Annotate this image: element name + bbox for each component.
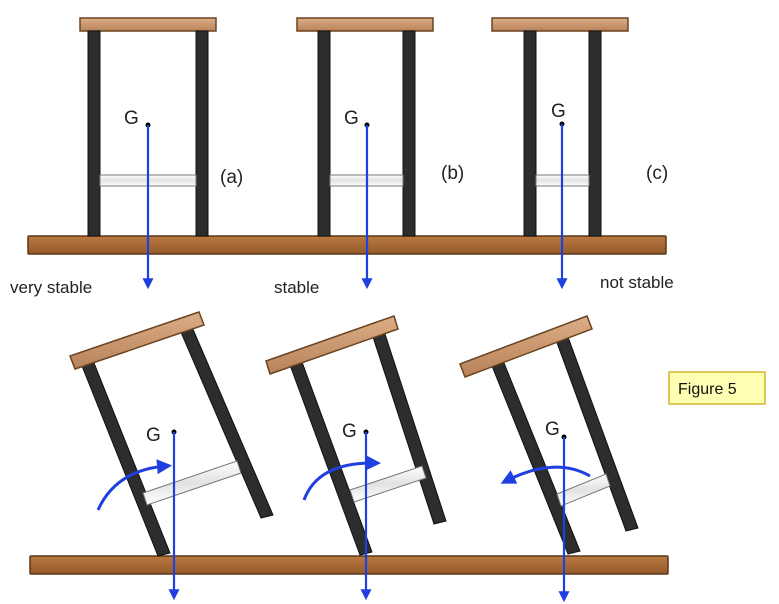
stool-c-stability-label: not stable bbox=[600, 273, 674, 292]
floor-board-top bbox=[27, 235, 667, 255]
tilted-stool-3-leg-left bbox=[491, 362, 581, 555]
tilted-stool-2-seat bbox=[265, 315, 399, 375]
stool-a: G (a) very stable bbox=[10, 17, 243, 297]
tilted-stool-1-seat bbox=[69, 311, 205, 370]
stool-a-leg-right bbox=[195, 30, 209, 237]
tilted-stool-2-leg-right bbox=[371, 330, 447, 525]
tilted-stool-1-rotation-arrow bbox=[96, 459, 172, 511]
stool-b-case-label: (b) bbox=[441, 163, 464, 184]
stool-b: G (b) stable bbox=[274, 17, 464, 297]
stool-b-seat bbox=[296, 17, 434, 32]
stool-c-seat bbox=[491, 17, 629, 32]
tilted-row: G G G bbox=[29, 311, 669, 603]
figure-label-text: Figure 5 bbox=[678, 381, 737, 398]
tilted-stool-2-g-label: G bbox=[342, 421, 357, 442]
upright-row: G (a) very stable G (b) stable G (c) bbox=[10, 17, 674, 297]
stool-a-g-label: G bbox=[124, 108, 139, 129]
tilted-stool-1-rung bbox=[142, 460, 242, 506]
tilted-stool-3-rotation-arrow bbox=[500, 465, 591, 484]
stool-c: G (c) not stable bbox=[491, 17, 674, 292]
tilted-stool-1: G bbox=[69, 311, 274, 601]
stool-a-leg-left bbox=[87, 30, 101, 237]
tilted-stool-2-leg-left bbox=[289, 361, 373, 556]
tilted-stool-3-g-label: G bbox=[545, 419, 560, 440]
stool-b-stability-label: stable bbox=[274, 278, 319, 297]
tilted-stool-1-g-label: G bbox=[146, 425, 161, 446]
stool-c-g-label: G bbox=[551, 101, 566, 122]
stool-b-leg-left bbox=[317, 30, 331, 237]
stool-c-case-label: (c) bbox=[646, 163, 668, 184]
floor-board-bottom bbox=[29, 555, 669, 575]
stool-c-leg-left bbox=[523, 30, 537, 237]
stool-c-leg-right bbox=[588, 30, 602, 237]
tilted-stool-3-rung bbox=[556, 473, 611, 507]
stool-a-stability-label: very stable bbox=[10, 278, 92, 297]
tilted-stool-2-rung bbox=[349, 465, 427, 503]
stool-a-case-label: (a) bbox=[220, 167, 243, 188]
stool-a-seat bbox=[79, 17, 217, 32]
tilted-stool-3-seat bbox=[459, 315, 593, 378]
stool-b-leg-right bbox=[402, 30, 416, 237]
figure-label-box bbox=[668, 371, 766, 405]
figure-label: Figure 5 bbox=[668, 371, 766, 405]
tilted-stool-1-leg-left bbox=[81, 362, 171, 557]
tilted-stool-2-rotation-arrow bbox=[302, 455, 381, 501]
tilted-stool-3: G bbox=[459, 315, 639, 603]
tilted-stool-2: G bbox=[265, 315, 447, 601]
stool-b-g-label: G bbox=[344, 108, 359, 129]
